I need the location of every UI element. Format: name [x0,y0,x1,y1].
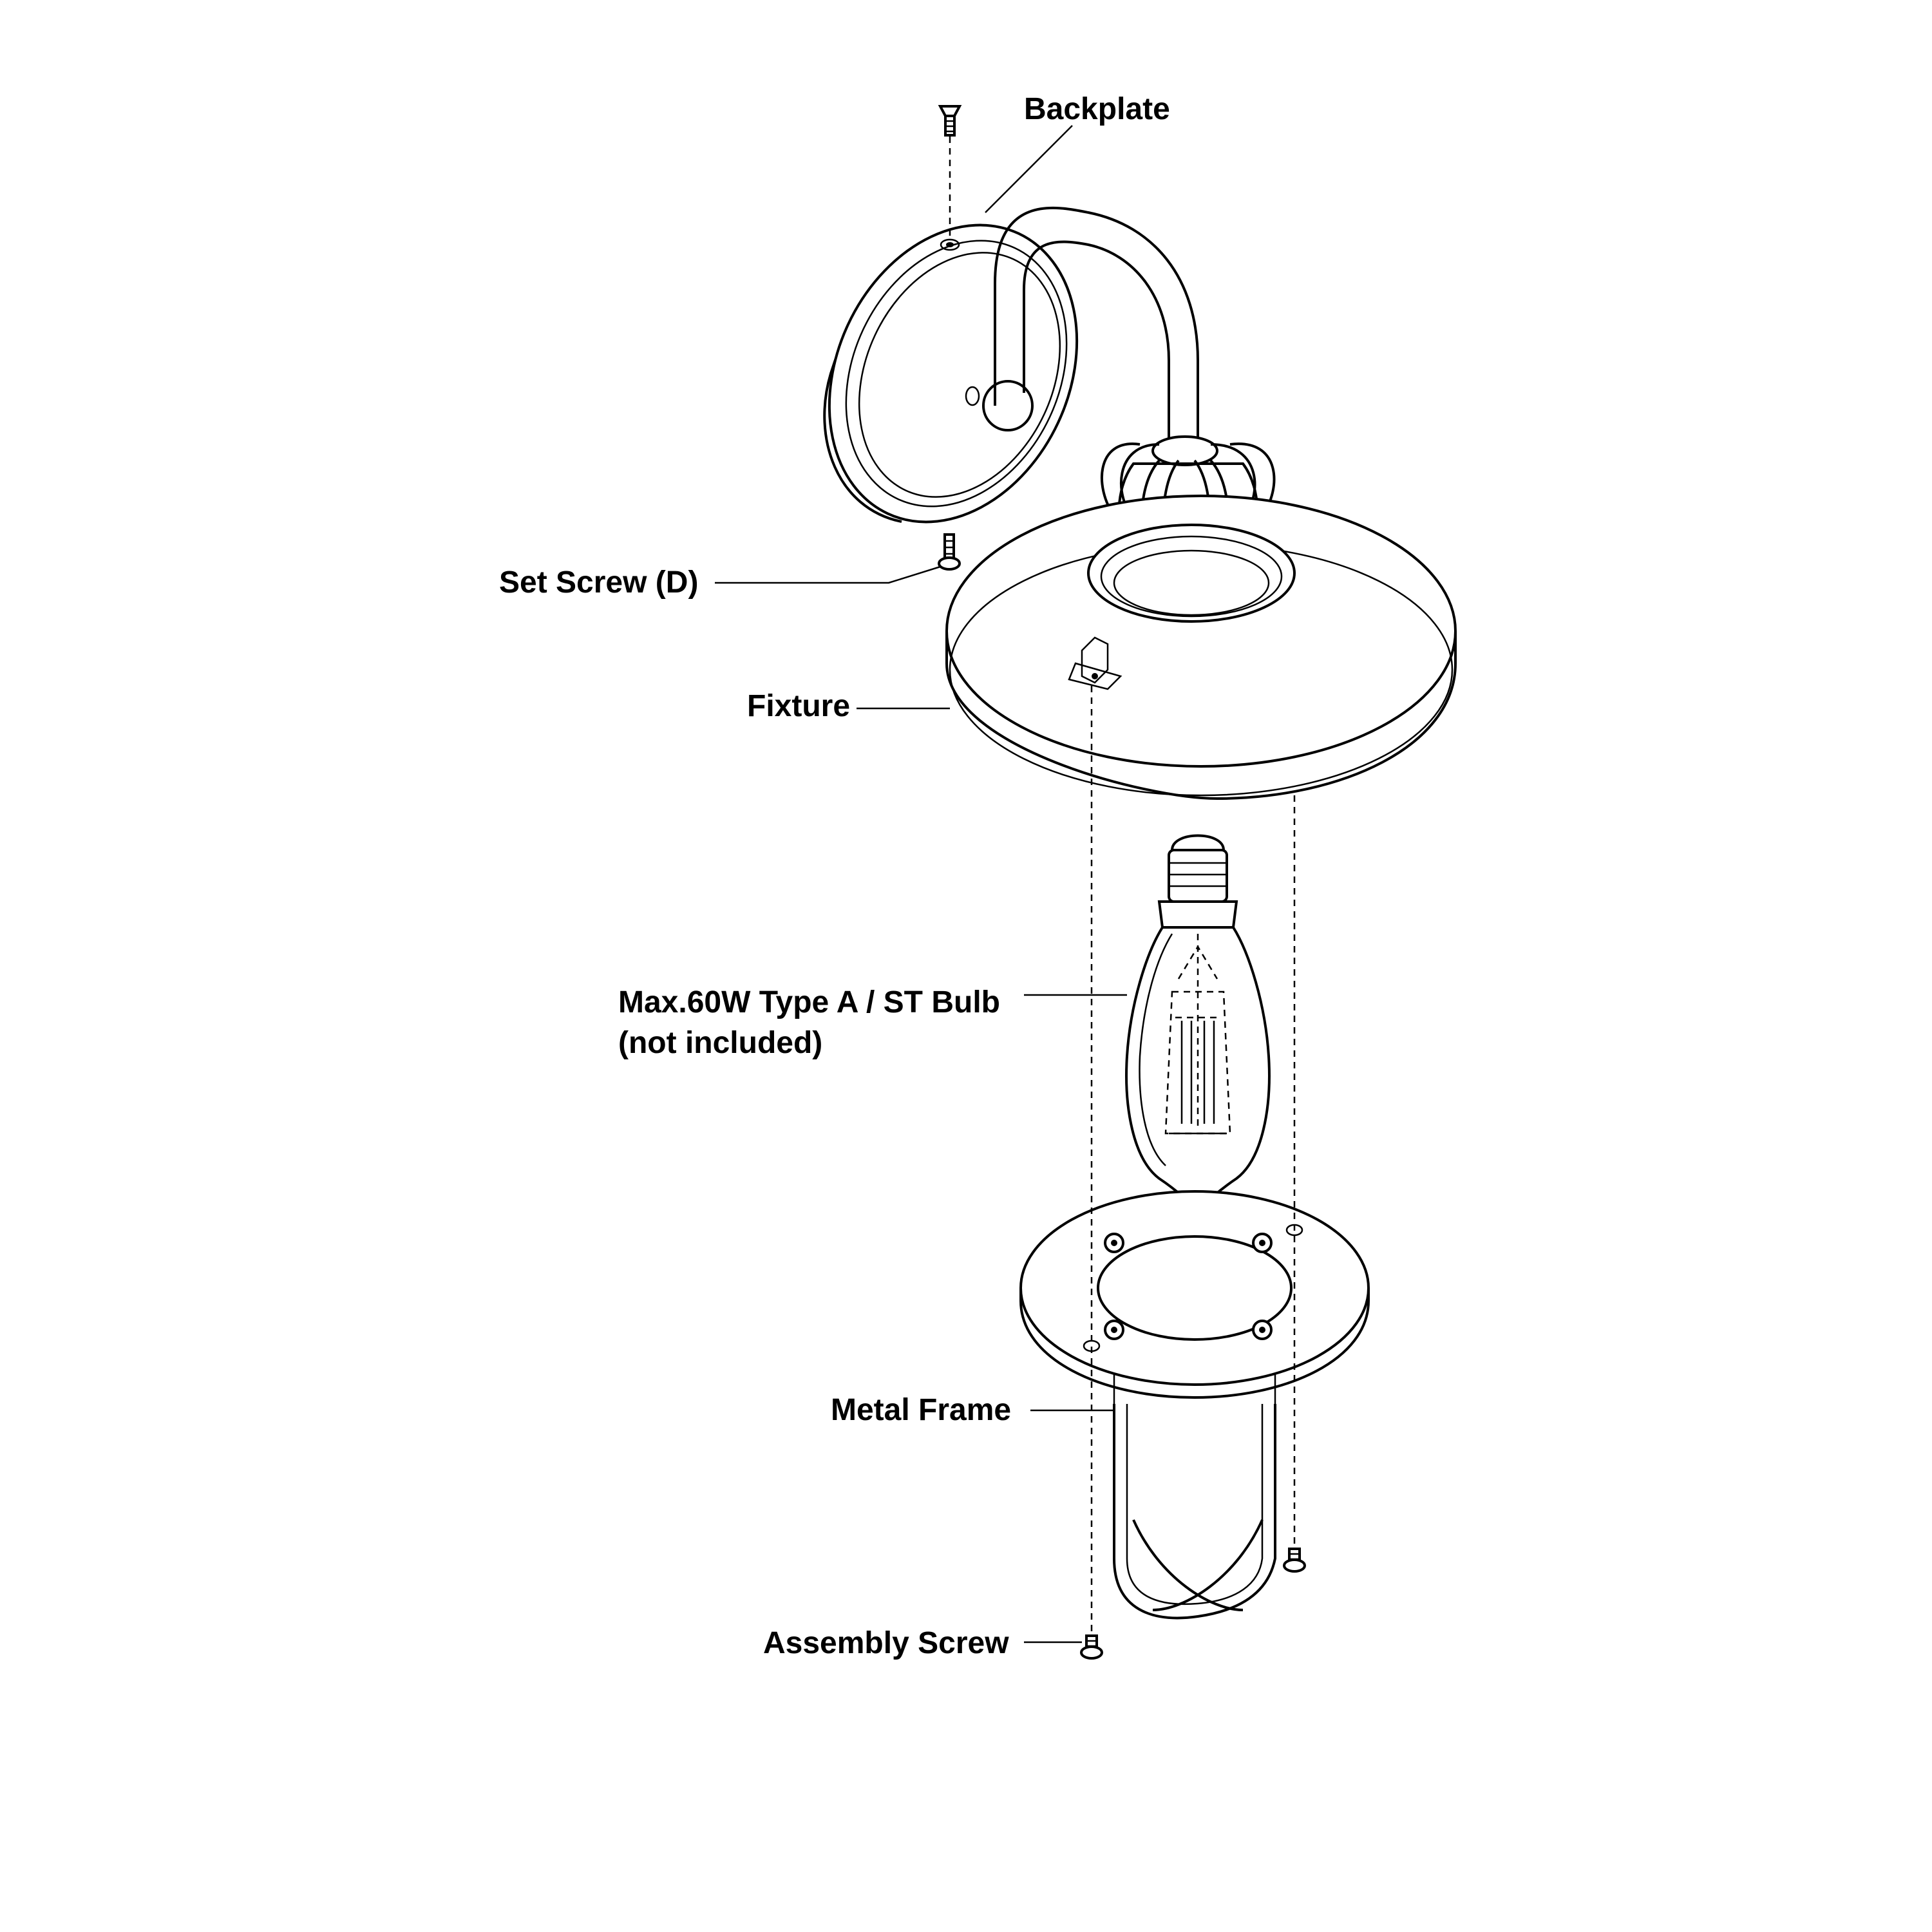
label-bulb-line1: Max.60W Type A / ST Bulb [618,985,1000,1019]
bulb-part [1125,834,1271,1213]
assembly-screw-right [1283,1548,1306,1573]
label-bulb-line2: (not included) [618,1026,822,1060]
label-fixture: Fixture [747,689,850,723]
backplate-top-screw [938,105,962,137]
fixture-shade [945,495,1457,800]
alignment-lines [949,137,1296,1636]
label-metal-frame: Metal Frame [831,1393,1011,1427]
label-set-screw: Set Screw (D) [499,565,698,600]
assembly-screw [1080,1634,1103,1660]
gooseneck-arm [994,206,1199,438]
set-screw-d [938,533,961,571]
label-assembly-screw: Assembly Screw [763,1626,1009,1660]
leader-lines [715,125,1127,1643]
label-backplate: Backplate [1024,92,1170,126]
metal-frame-part [1019,1190,1370,1620]
